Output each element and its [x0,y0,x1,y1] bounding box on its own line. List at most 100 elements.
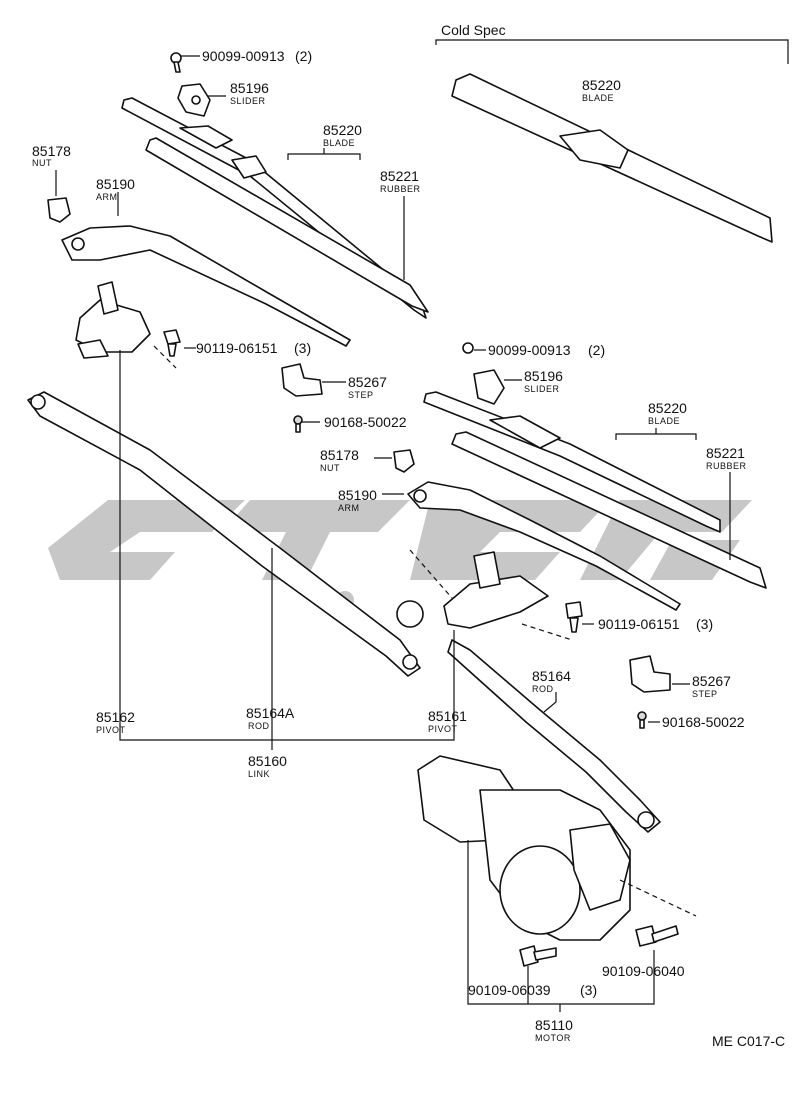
upper-wiper-blade [121,97,429,319]
label-85220-lower: 85220 BLADE [648,400,687,426]
svg-text:MOTOR: MOTOR [535,1033,571,1043]
label-85190-upper: 85190 ARM [96,176,135,202]
svg-text:85161: 85161 [428,708,467,724]
label-85220-upper: 85220 BLADE [323,122,362,148]
svg-text:85221: 85221 [380,168,419,184]
cold-spec-section: Cold Spec [435,22,789,64]
svg-text:90099-00913: 90099-00913 [202,48,285,64]
label-85220-cold: 85220 BLADE [582,77,621,103]
svg-text:(2): (2) [295,48,312,64]
upper-pivot-bolt [163,329,181,357]
label-85160: 85160 LINK [248,753,287,779]
label-90168-50022-lower: 90168-50022 [662,714,745,730]
upper-pivot-assembly [75,281,151,359]
pivot-ball [396,600,424,628]
label-85164A: 85164A ROD [246,705,295,731]
svg-text:LINK: LINK [248,769,270,779]
svg-text:85220: 85220 [648,400,687,416]
svg-text:BLADE: BLADE [323,138,355,148]
motor-rod [447,639,661,833]
label-90109-06040: 90109-06040 [602,963,685,979]
leader-lines [55,55,731,1012]
label-90119-06151-lower: 90119-06151 (3) [598,616,713,632]
svg-text:ROD: ROD [532,684,554,694]
svg-text:PIVOT: PIVOT [96,725,126,735]
alignment-dash [619,879,697,917]
svg-text:RUBBER: RUBBER [380,184,421,194]
label-90109-06039: 90109-06039 (3) [468,982,597,998]
svg-text:85160: 85160 [248,753,287,769]
label-85162: 85162 PIVOT [96,709,135,735]
upper-slider [177,83,211,117]
lower-arm [407,481,681,611]
upper-nut [47,197,71,223]
svg-text:NUT: NUT [32,158,52,168]
svg-text:85190: 85190 [96,176,135,192]
svg-text:85267: 85267 [692,673,731,689]
svg-text:BLADE: BLADE [648,416,680,426]
svg-text:90099-00913: 90099-00913 [488,342,571,358]
svg-text:85110: 85110 [535,1017,573,1033]
label-85221-lower: 85221 RUBBER [706,445,746,471]
svg-text:85220: 85220 [582,77,621,93]
svg-text:85221: 85221 [706,445,745,461]
label-85196-upper: 85196 SLIDER [230,80,269,106]
svg-text:85220: 85220 [323,122,362,138]
label-85161: 85161 PIVOT [428,708,467,734]
svg-text:BLADE: BLADE [582,93,614,103]
label-90168-50022-upper: 90168-50022 [324,414,407,430]
label-90099-00913-lower: 90099-00913 (2) [488,342,605,358]
drawing-code: ME C017-C [712,1033,785,1049]
upper-step [281,363,323,397]
wiper-motor [417,755,631,941]
motor-bolt-a [519,945,557,967]
label-85164: 85164 ROD [532,668,571,694]
upper-step-screw [293,415,303,433]
svg-text:NUT: NUT [320,463,340,473]
svg-text:85178: 85178 [320,447,359,463]
svg-text:90109-06040: 90109-06040 [602,963,685,979]
alignment-dash [521,623,573,641]
label-85267-lower: 85267 STEP [692,673,731,699]
svg-text:85196: 85196 [230,80,269,96]
svg-text:85267: 85267 [348,374,387,390]
svg-text:SLIDER: SLIDER [524,384,560,394]
lower-wiper-blade [423,391,767,589]
svg-text:PIVOT: PIVOT [428,724,458,734]
label-85178-upper: 85178 NUT [32,143,71,168]
label-85196-lower: 85196 SLIDER [524,368,563,394]
svg-text:90168-50022: 90168-50022 [662,714,745,730]
svg-text:SLIDER: SLIDER [230,96,266,106]
svg-text:90119-06151: 90119-06151 [196,340,278,356]
svg-text:(2): (2) [588,342,605,358]
svg-text:STEP: STEP [692,689,718,699]
svg-text:90119-06151: 90119-06151 [598,616,680,632]
upper-arm [61,225,351,347]
svg-text:90109-06039: 90109-06039 [468,982,551,998]
svg-text:85178: 85178 [32,143,71,159]
svg-text:ARM: ARM [96,192,118,202]
lower-pivot-bolt [565,601,583,633]
lower-slider-screw [462,342,474,354]
svg-text:85164: 85164 [532,668,571,684]
label-85110: 85110 MOTOR [535,1017,573,1043]
link-rod-long [27,391,421,677]
lower-step-screw [637,711,647,729]
label-85221-upper: 85221 RUBBER [380,168,421,194]
cold-spec-blade [451,73,773,243]
svg-text:85196: 85196 [524,368,563,384]
label-85178-lower: 85178 NUT [320,447,359,473]
label-90099-00913-upper: 90099-00913 (2) [202,48,312,64]
svg-text:85164A: 85164A [246,705,295,721]
label-85190-lower: 85190 ARM [338,487,377,513]
upper-slider-screw [170,52,182,73]
svg-text:90168-50022: 90168-50022 [324,414,407,430]
lower-pivot-assembly [443,551,549,629]
motor-bolt-b [635,925,679,947]
label-90119-06151-upper: 90119-06151 (3) [196,340,311,356]
svg-text:(3): (3) [696,616,713,632]
svg-text:85162: 85162 [96,709,135,725]
label-85267-upper: 85267 STEP [348,374,387,400]
svg-text:STEP: STEP [348,390,374,400]
